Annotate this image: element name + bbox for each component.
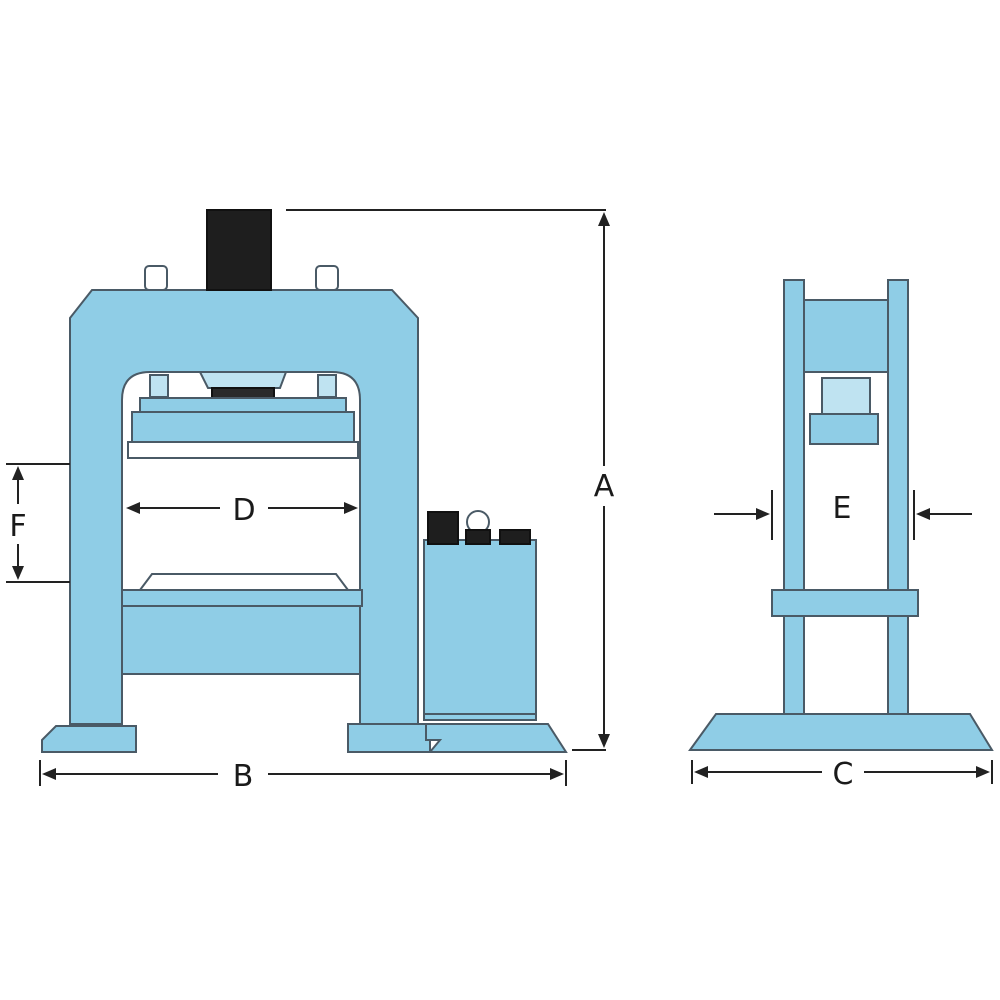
side-view: [688, 279, 994, 751]
top-stud-right: [315, 265, 339, 291]
power-pack-valve: [499, 529, 531, 545]
dimension-label-d: D: [232, 493, 255, 528]
arrowheads: [12, 212, 990, 780]
dimension-label-e: E: [833, 491, 852, 526]
guide-post-right: [317, 374, 337, 398]
dimension-lines: [6, 209, 993, 786]
side-ram-plate: [809, 413, 879, 445]
lower-platen: [121, 589, 363, 607]
upper-plate-face: [127, 441, 359, 459]
bolster: [121, 605, 361, 675]
side-base: [688, 713, 994, 751]
power-pack-tank: [423, 539, 537, 721]
right-foot: [347, 723, 431, 753]
top-stud-left: [144, 265, 168, 291]
side-column-right: [887, 279, 909, 715]
power-pack-motor: [427, 511, 459, 545]
side-top-block: [803, 299, 889, 373]
front-view: [41, 209, 568, 753]
power-pack-gauge-base: [465, 529, 491, 545]
upper-plate: [131, 411, 355, 443]
guide-post-left: [149, 374, 169, 398]
side-column-left: [783, 279, 805, 715]
upper-platen: [139, 397, 347, 413]
ram-head: [198, 371, 288, 389]
side-crossbar: [771, 589, 919, 617]
hydraulic-cylinder: [206, 209, 272, 291]
press-frame: [69, 289, 419, 725]
dimension-label-f: F: [9, 509, 26, 544]
power-pack-base: [425, 723, 568, 753]
lower-die-plate: [138, 573, 350, 591]
left-foot: [41, 725, 137, 753]
dimension-label-c: C: [833, 757, 854, 792]
dimension-label-b: B: [233, 759, 254, 794]
side-ram: [821, 377, 871, 415]
dimension-label-a: A: [594, 469, 615, 504]
